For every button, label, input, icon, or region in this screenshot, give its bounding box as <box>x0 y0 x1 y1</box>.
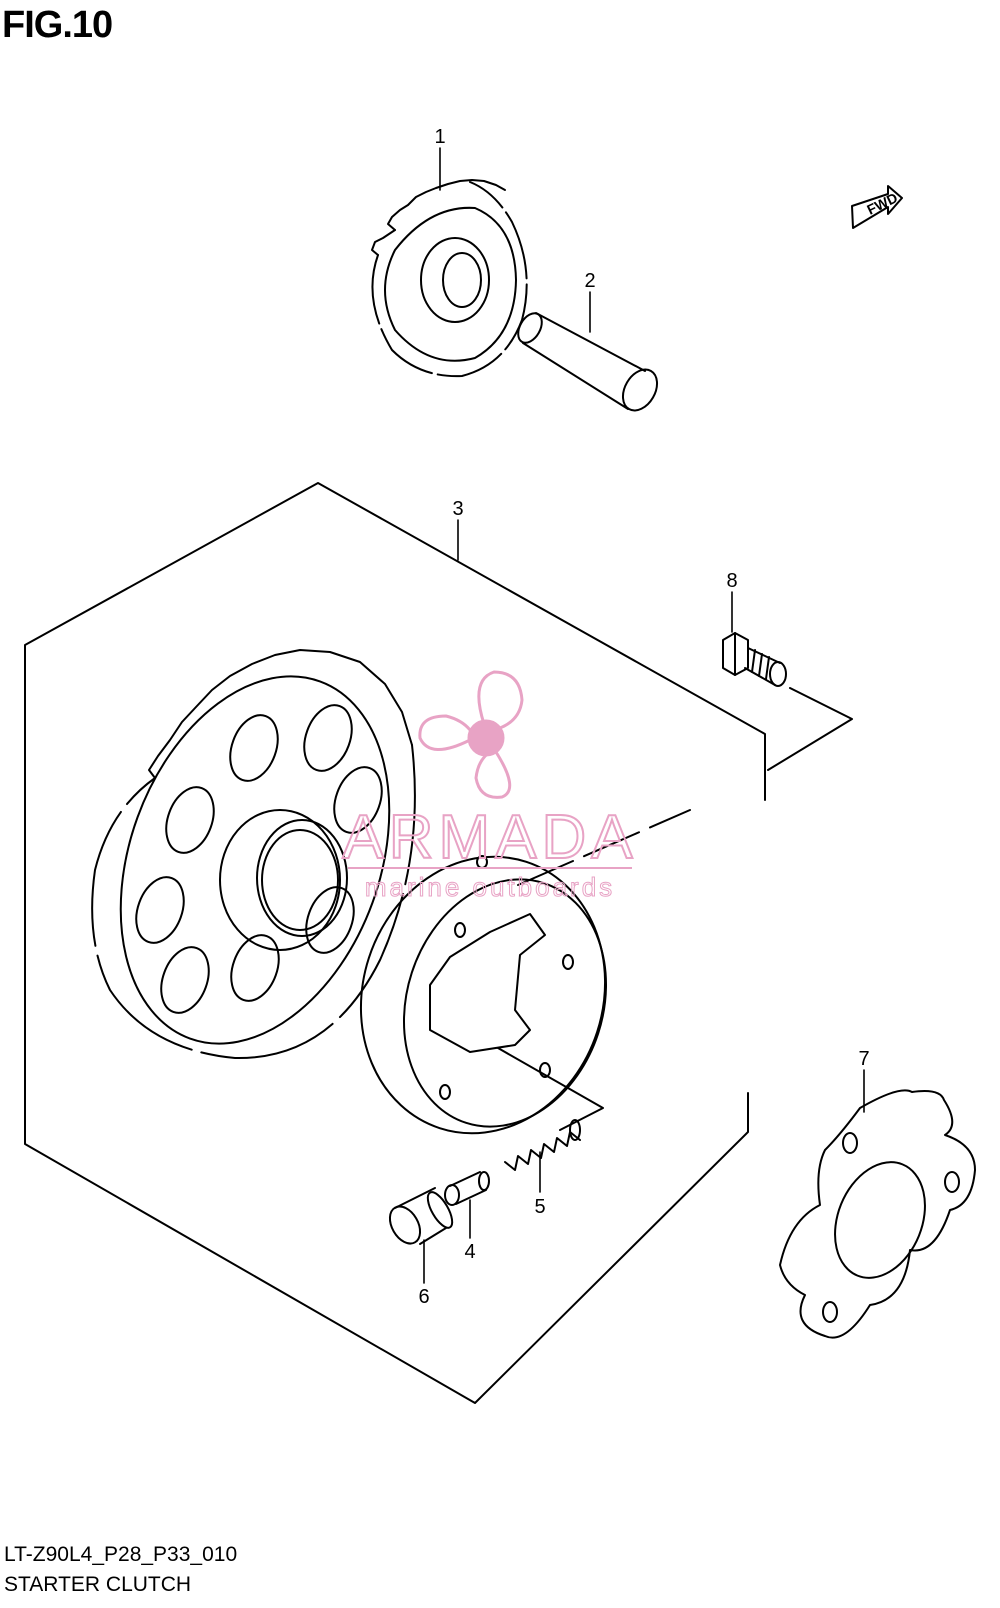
idle-shaft <box>517 312 659 412</box>
callout-8: 8 <box>726 570 737 592</box>
clutch-plate <box>779 1089 976 1339</box>
figure-title: FIG.10 <box>2 4 113 46</box>
callout-7: 7 <box>858 1048 869 1070</box>
callout-numbers: 1 2 3 8 7 5 4 6 <box>418 126 869 1308</box>
propeller-logo-icon <box>418 670 524 799</box>
starter-clutch-gear <box>91 649 416 1060</box>
clutch-spring <box>504 1119 581 1171</box>
assembly-boundary <box>24 482 853 1404</box>
callout-6: 6 <box>418 1286 429 1308</box>
callout-leaders <box>423 147 865 1284</box>
clutch-housing <box>359 855 608 1135</box>
clutch-pin <box>444 1171 490 1206</box>
figure-code: LT-Z90L4_P28_P33_010 <box>4 1543 238 1566</box>
fwd-label: FWD <box>864 189 900 217</box>
starter-driven-gear <box>371 179 528 378</box>
watermark-tagline: marine outboards <box>365 872 615 902</box>
clutch-bolt <box>722 632 787 687</box>
callout-1: 1 <box>434 126 445 148</box>
figure-caption: STARTER CLUTCH <box>4 1573 192 1596</box>
callout-3: 3 <box>452 498 463 520</box>
callout-5: 5 <box>534 1196 545 1218</box>
callout-4: 4 <box>464 1241 475 1263</box>
armada-watermark: ARMADA marine outboards <box>341 670 637 903</box>
callout-2: 2 <box>584 270 595 292</box>
fwd-arrow-icon <box>851 185 903 229</box>
watermark-brand: ARMADA <box>342 803 637 872</box>
